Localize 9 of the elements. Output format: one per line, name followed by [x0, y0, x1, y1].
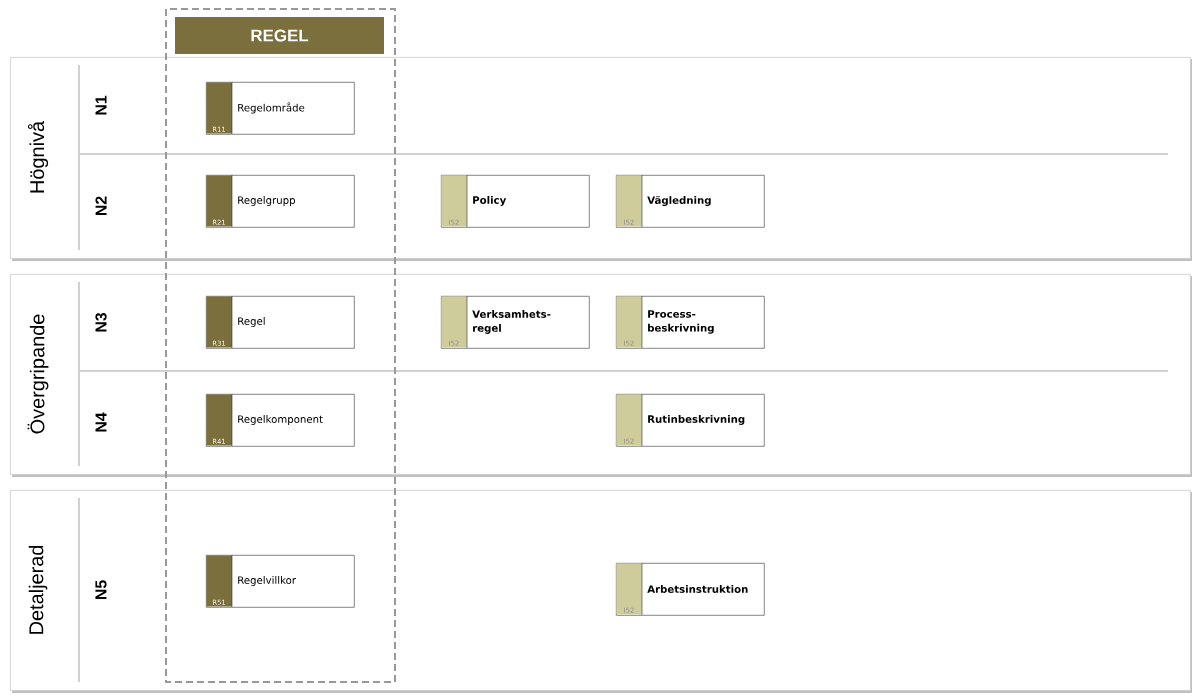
- band-title: Detaljerad: [28, 545, 48, 634]
- level-label: N3: [95, 312, 107, 332]
- level-label: N1: [95, 95, 107, 115]
- column-header: REGEL: [175, 17, 384, 54]
- level-label: N2: [95, 196, 107, 216]
- band-title: Övergripande: [27, 314, 49, 434]
- level-label: N4: [95, 412, 107, 432]
- band-title: Högnivå: [27, 120, 49, 193]
- level-label: N5: [95, 580, 107, 600]
